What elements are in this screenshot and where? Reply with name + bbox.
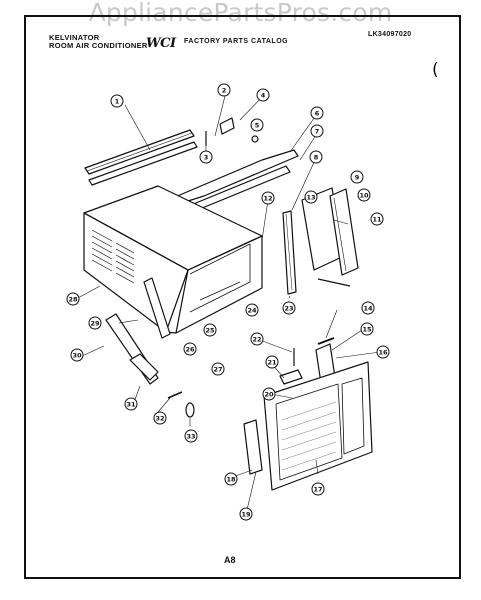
callout-label: 1: [115, 97, 120, 105]
part-18-filter: [243, 419, 263, 475]
callout-16: 16: [376, 345, 390, 359]
part-33-knob: [185, 402, 195, 418]
watermark: AppliancePartsPros.com: [88, 0, 393, 27]
callout-label: 21: [267, 358, 277, 366]
callout-label: 19: [241, 510, 251, 518]
callout-23: 23: [282, 301, 296, 315]
callout-30: 30: [70, 348, 84, 362]
callout-label: 31: [126, 400, 136, 408]
callout-17: 17: [311, 482, 325, 496]
callout-19: 19: [239, 507, 253, 521]
callout-label: 22: [252, 335, 261, 343]
callout-label: 4: [261, 91, 266, 99]
callout-label: 7: [315, 127, 320, 135]
catalog-title: FACTORY PARTS CATALOG: [184, 38, 289, 45]
part-4-bracket: [219, 117, 235, 135]
callout-5: 5: [250, 118, 264, 132]
callout-label: 20: [264, 390, 274, 398]
callout-6: 6: [310, 106, 324, 120]
callout-label: 32: [155, 414, 164, 422]
callout-label: 11: [372, 215, 382, 223]
callout-27: 27: [211, 362, 225, 376]
callout-label: 26: [185, 345, 195, 353]
part-2-strip: [88, 141, 198, 186]
callout-14: 14: [361, 301, 375, 315]
callout-label: 27: [213, 365, 222, 373]
callout-label: 8: [314, 153, 319, 161]
callout-label: 29: [90, 319, 100, 327]
part-17-front-panel: [263, 361, 373, 491]
callout-12: 12: [261, 191, 275, 205]
callout-24: 24: [245, 303, 259, 317]
callout-3: 3: [199, 150, 213, 164]
part-14-strip: [317, 337, 335, 345]
callout-18: 18: [224, 472, 238, 486]
catalog-code: LK34097020: [368, 31, 412, 38]
callout-22: 22: [250, 332, 264, 346]
callout-label: 12: [263, 194, 272, 202]
brand-line-1: KELVINATOR: [49, 33, 100, 42]
callout-11: 11: [370, 212, 384, 226]
callout-label: 14: [363, 304, 373, 312]
part-5-clip: [251, 135, 259, 143]
callout-20: 20: [262, 387, 276, 401]
part-6-strip: [167, 149, 299, 207]
callout-label: 25: [205, 326, 215, 334]
part-1-strip: [84, 129, 195, 175]
callout-13: 13: [304, 190, 318, 204]
callout-label: 30: [72, 351, 82, 359]
part-32-screw: [167, 391, 183, 399]
part-21-clip: [279, 369, 303, 385]
brand-line-2: ROOM AIR CONDITIONER: [49, 41, 148, 50]
callout-label: 18: [226, 475, 236, 483]
callout-label: 28: [68, 295, 78, 303]
callout-label: 5: [255, 121, 260, 129]
callout-32: 32: [153, 411, 167, 425]
callout-15: 15: [360, 322, 374, 336]
callout-label: 17: [313, 485, 322, 493]
callout-label: 10: [359, 191, 369, 199]
callout-label: 3: [204, 153, 209, 161]
margin-mark: (: [432, 60, 439, 80]
callout-label: 15: [362, 325, 372, 333]
callout-25: 25: [203, 323, 217, 337]
callout-4: 4: [256, 88, 270, 102]
cabinet: [83, 185, 263, 334]
callout-21: 21: [265, 355, 279, 369]
callout-label: 33: [186, 432, 195, 440]
callout-8: 8: [309, 150, 323, 164]
callout-label: 16: [378, 348, 388, 356]
part-28-pad: [143, 277, 171, 339]
callout-1: 1: [110, 94, 124, 108]
callout-28: 28: [66, 292, 80, 306]
callout-10: 10: [357, 188, 371, 202]
callout-label: 13: [306, 193, 315, 201]
callout-31: 31: [124, 397, 138, 411]
callout-2: 2: [217, 83, 231, 97]
part-10-strip: [317, 278, 351, 287]
callout-label: 23: [284, 304, 293, 312]
callout-26: 26: [183, 342, 197, 356]
wci-logo: WCI: [146, 36, 176, 51]
part-9-channel: [329, 188, 359, 276]
page-border: [24, 15, 461, 579]
callout-33: 33: [184, 429, 198, 443]
callout-7: 7: [310, 124, 324, 138]
callout-label: 24: [247, 306, 257, 314]
page-number: A8: [224, 555, 236, 565]
callout-label: 6: [315, 109, 320, 117]
callout-29: 29: [88, 316, 102, 330]
part-23-strip: [282, 210, 297, 295]
callout-label: 9: [355, 173, 360, 181]
callout-9: 9: [350, 170, 364, 184]
callout-label: 2: [222, 86, 227, 94]
